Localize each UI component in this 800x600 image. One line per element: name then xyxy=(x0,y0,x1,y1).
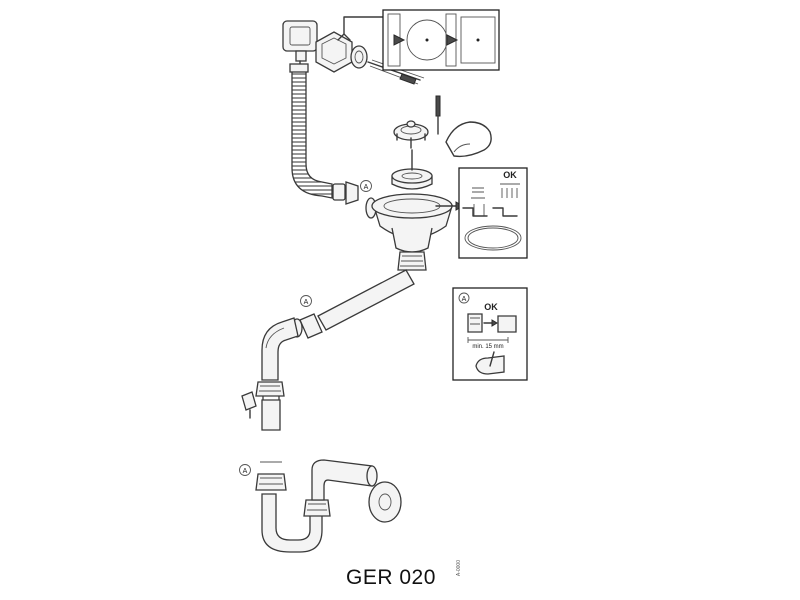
pipe-elbow xyxy=(261,317,299,381)
detail-a-box: A OK min. 15 mm xyxy=(452,287,528,381)
overflow-cover-plate xyxy=(315,31,353,73)
svg-text:min. 15 mm: min. 15 mm xyxy=(472,344,503,350)
svg-text:OK: OK xyxy=(503,170,517,180)
vertical-pipe xyxy=(260,396,282,463)
sink-basket xyxy=(371,149,454,253)
svg-text:A: A xyxy=(243,468,248,475)
marker-a-hose: A xyxy=(360,180,372,192)
trap-outlet-nut xyxy=(303,499,331,517)
marker-a-pipe: A xyxy=(300,295,312,307)
overflow-outlet xyxy=(282,20,318,68)
svg-text:OK: OK xyxy=(484,302,498,312)
svg-text:A: A xyxy=(304,299,309,306)
model-code-label: GER 020 xyxy=(346,566,436,589)
side-clip xyxy=(241,391,257,419)
wall-outlet-pipe xyxy=(311,459,378,501)
svg-text:A: A xyxy=(462,296,467,303)
overflow-callout-box xyxy=(337,9,500,71)
overflow-hose xyxy=(289,63,333,199)
strainer-plug xyxy=(393,120,429,149)
drain-pipe xyxy=(317,269,415,331)
model-code-suffix: A-0000 xyxy=(456,560,462,577)
strainer-callout-box: OK xyxy=(435,167,528,259)
marker-a-trap: A xyxy=(239,464,251,476)
wall-rosette xyxy=(368,481,402,523)
hand-tool xyxy=(445,121,492,158)
screwdriver xyxy=(435,95,441,135)
overflow-rosette xyxy=(350,45,368,69)
hose-connector xyxy=(332,181,377,219)
elbow-nut xyxy=(255,381,285,397)
trap-inlet-nut xyxy=(255,473,287,491)
svg-text:A: A xyxy=(364,184,369,191)
strainer-nut xyxy=(397,251,427,271)
